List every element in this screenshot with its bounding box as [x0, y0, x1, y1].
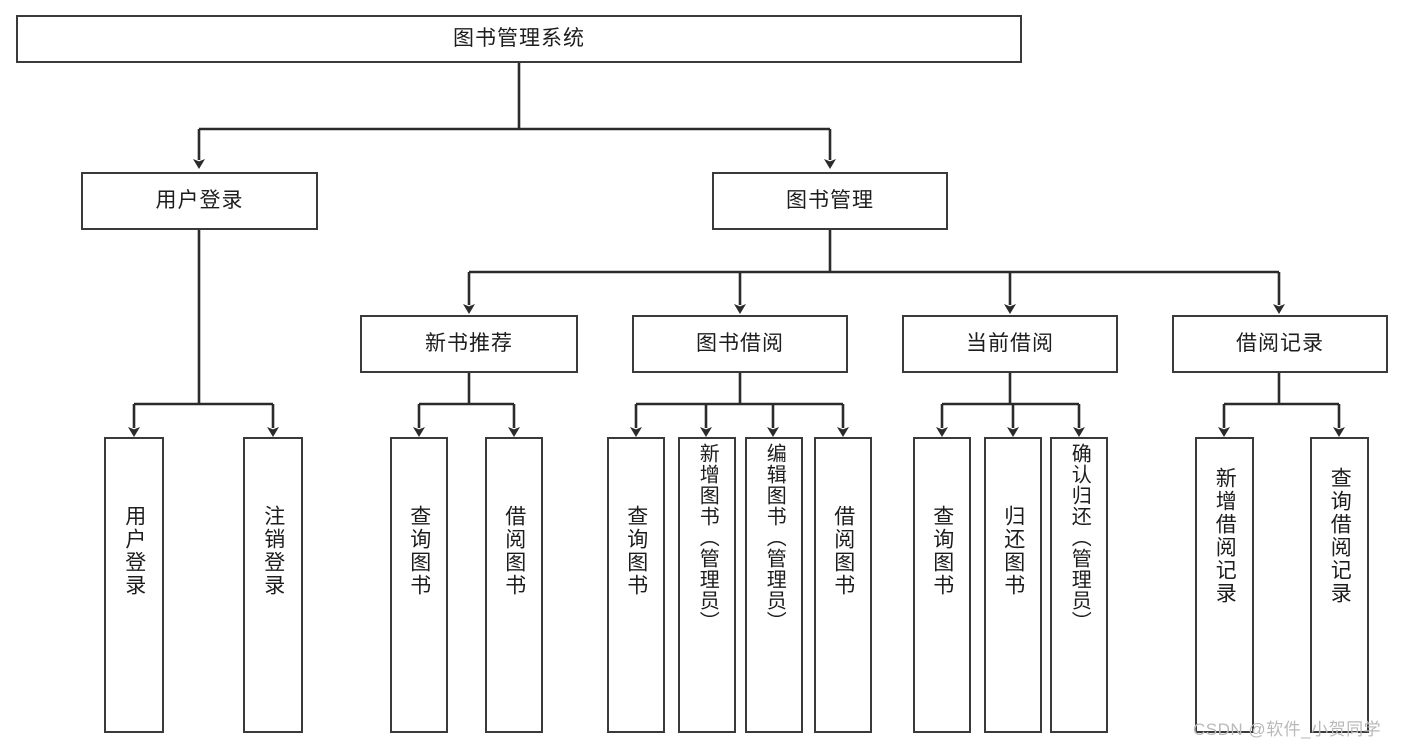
leaf-user-login-label: 用户登录: [122, 505, 146, 597]
leaf-add-record-label: 新增借阅记录: [1213, 467, 1237, 605]
leaf-add-book[interactable]: 新增图书（管理员）: [678, 437, 736, 733]
leaf-edit-book-label: 编辑图书（管理员）: [763, 443, 786, 632]
leaf-confirm-return-label: 确认归还（管理员）: [1068, 443, 1091, 632]
leaf-user-logout-label: 注销登录: [261, 505, 285, 597]
node-book-borrow-label: 图书借阅: [696, 332, 784, 356]
node-user-login-label: 用户登录: [155, 189, 244, 213]
leaf-query-book-2-label: 查询图书: [624, 505, 648, 597]
leaf-edit-book[interactable]: 编辑图书（管理员）: [745, 437, 803, 733]
leaf-query-book-1-label: 查询图书: [407, 505, 431, 597]
leaf-borrow-book-1[interactable]: 借阅图书: [485, 437, 543, 733]
node-borrow-record[interactable]: 借阅记录: [1172, 315, 1388, 373]
node-book-borrow[interactable]: 图书借阅: [632, 315, 848, 373]
leaf-user-login[interactable]: 用户登录: [104, 437, 164, 733]
node-new-book-recommend-label: 新书推荐: [425, 332, 513, 356]
leaf-add-book-label: 新增图书（管理员）: [696, 443, 719, 632]
leaf-add-record[interactable]: 新增借阅记录: [1195, 437, 1254, 733]
leaf-query-book-3-label: 查询图书: [930, 505, 954, 597]
watermark: CSDN @软件_小贺同学: [1193, 720, 1382, 739]
leaf-return-book-label: 归还图书: [1001, 505, 1025, 597]
node-borrow-record-label: 借阅记录: [1236, 332, 1324, 356]
leaf-borrow-book-2-label: 借阅图书: [831, 505, 855, 597]
leaf-query-record[interactable]: 查询借阅记录: [1310, 437, 1369, 733]
node-user-login[interactable]: 用户登录: [81, 172, 318, 230]
leaf-user-logout[interactable]: 注销登录: [243, 437, 303, 733]
leaf-query-record-label: 查询借阅记录: [1328, 467, 1352, 605]
leaf-query-book-3[interactable]: 查询图书: [913, 437, 971, 733]
node-current-borrow[interactable]: 当前借阅: [902, 315, 1118, 373]
node-book-management[interactable]: 图书管理: [712, 172, 948, 230]
leaf-return-book[interactable]: 归还图书: [984, 437, 1042, 733]
leaf-borrow-book-1-label: 借阅图书: [502, 505, 526, 597]
node-new-book-recommend[interactable]: 新书推荐: [360, 315, 578, 373]
leaf-query-book-2[interactable]: 查询图书: [607, 437, 665, 733]
node-root[interactable]: 图书管理系统: [16, 15, 1022, 63]
node-current-borrow-label: 当前借阅: [966, 332, 1054, 356]
node-root-label: 图书管理系统: [453, 27, 585, 51]
node-book-management-label: 图书管理: [786, 189, 874, 213]
leaf-confirm-return[interactable]: 确认归还（管理员）: [1050, 437, 1108, 733]
leaf-query-book-1[interactable]: 查询图书: [390, 437, 448, 733]
leaf-borrow-book-2[interactable]: 借阅图书: [814, 437, 872, 733]
